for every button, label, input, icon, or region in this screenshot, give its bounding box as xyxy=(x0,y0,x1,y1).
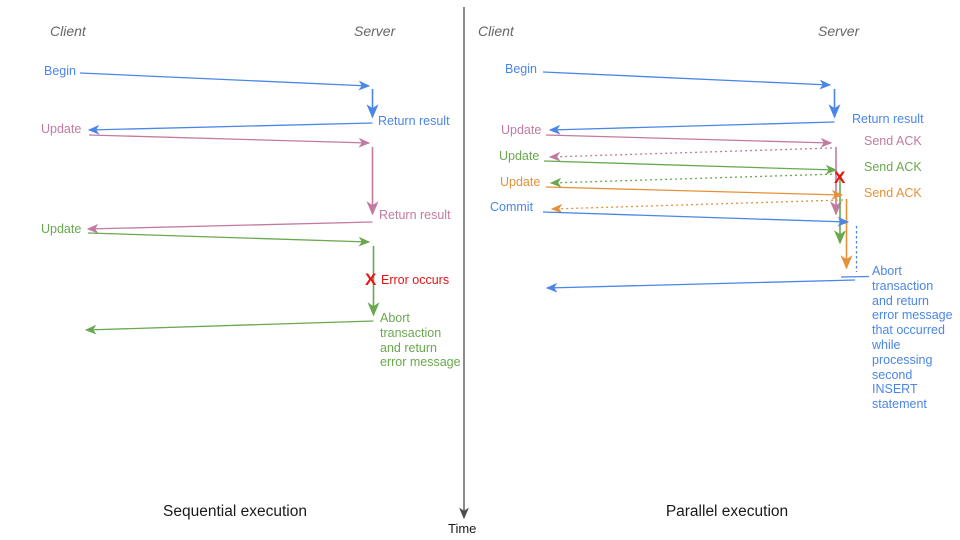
right-return-result-arrow xyxy=(548,121,835,135)
right-error-x-icon: X xyxy=(834,168,846,187)
right-begin-label: Begin xyxy=(505,62,537,76)
right-begin-request-arrow xyxy=(542,71,832,90)
right-abort-line-5: that occurred xyxy=(872,323,945,338)
right-update-3-label: Update xyxy=(500,175,541,189)
left-return-result-1-arrow xyxy=(87,122,373,135)
right-return-result-label: Return result xyxy=(852,112,924,126)
left-abort-return-arrow xyxy=(84,320,374,335)
right-commit-request-arrow xyxy=(542,211,850,227)
left-return-result-2-arrow xyxy=(86,221,373,234)
right-server-header: Server xyxy=(818,23,860,39)
left-abort-line-1: Abort xyxy=(380,311,410,325)
left-client-header: Client xyxy=(50,23,86,39)
right-client-header: Client xyxy=(478,23,514,39)
right-send-ack-3-arrow xyxy=(550,199,844,214)
right-abort-line-8: second xyxy=(872,367,913,382)
right-abort-note: Abort transaction and return error messa… xyxy=(872,264,953,412)
right-send-ack-1-arrow xyxy=(548,147,833,162)
right-abort-line-2: transaction xyxy=(872,278,934,293)
right-abort-connector-line xyxy=(840,275,870,278)
right-abort-line-7: processing xyxy=(872,352,933,367)
left-return-result-2-label: Return result xyxy=(379,208,451,222)
right-abort-line-6: while xyxy=(872,337,901,352)
left-begin-request-arrow xyxy=(79,72,371,91)
left-update-2-label: Update xyxy=(41,222,82,236)
right-panel-title: Parallel execution xyxy=(665,503,789,520)
right-update-1-label: Update xyxy=(501,123,542,137)
right-update-3-request-arrow xyxy=(545,186,844,200)
left-update-1-label: Update xyxy=(41,122,82,136)
right-send-ack-2-arrow xyxy=(549,173,838,188)
left-abort-note: Abort transaction and return error messa… xyxy=(380,311,461,370)
right-abort-line-1: Abort xyxy=(872,264,902,278)
right-update-1-request-arrow xyxy=(545,134,833,148)
right-abort-return-arrow xyxy=(545,279,856,293)
right-send-ack-3-label: Send ACK xyxy=(864,186,922,200)
left-return-result-1-label: Return result xyxy=(378,114,450,128)
left-panel-title: Sequential execution xyxy=(163,503,307,520)
time-axis-label: Time xyxy=(448,521,477,536)
right-update-2-label: Update xyxy=(499,149,540,163)
left-abort-line-3: and return xyxy=(380,340,437,355)
right-commit-label: Commit xyxy=(490,200,534,214)
left-begin-label: Begin xyxy=(44,64,76,78)
left-error-x-icon: X xyxy=(365,270,377,289)
right-abort-line-3: and return xyxy=(872,293,929,308)
right-send-ack-2-label: Send ACK xyxy=(864,160,922,174)
right-abort-line-9: INSERT xyxy=(872,382,918,397)
right-update-2-request-arrow xyxy=(543,160,838,175)
left-abort-line-4: error message xyxy=(380,355,461,370)
left-server-header: Server xyxy=(354,23,396,39)
right-abort-line-4: error message xyxy=(872,308,953,323)
right-send-ack-1-label: Send ACK xyxy=(864,134,922,148)
left-abort-line-2: transaction xyxy=(380,325,442,340)
left-error-label: Error occurs xyxy=(381,273,450,287)
right-abort-line-10: statement xyxy=(872,397,927,412)
left-update-2-request-arrow xyxy=(87,232,371,247)
left-update-1-request-arrow xyxy=(88,134,371,148)
